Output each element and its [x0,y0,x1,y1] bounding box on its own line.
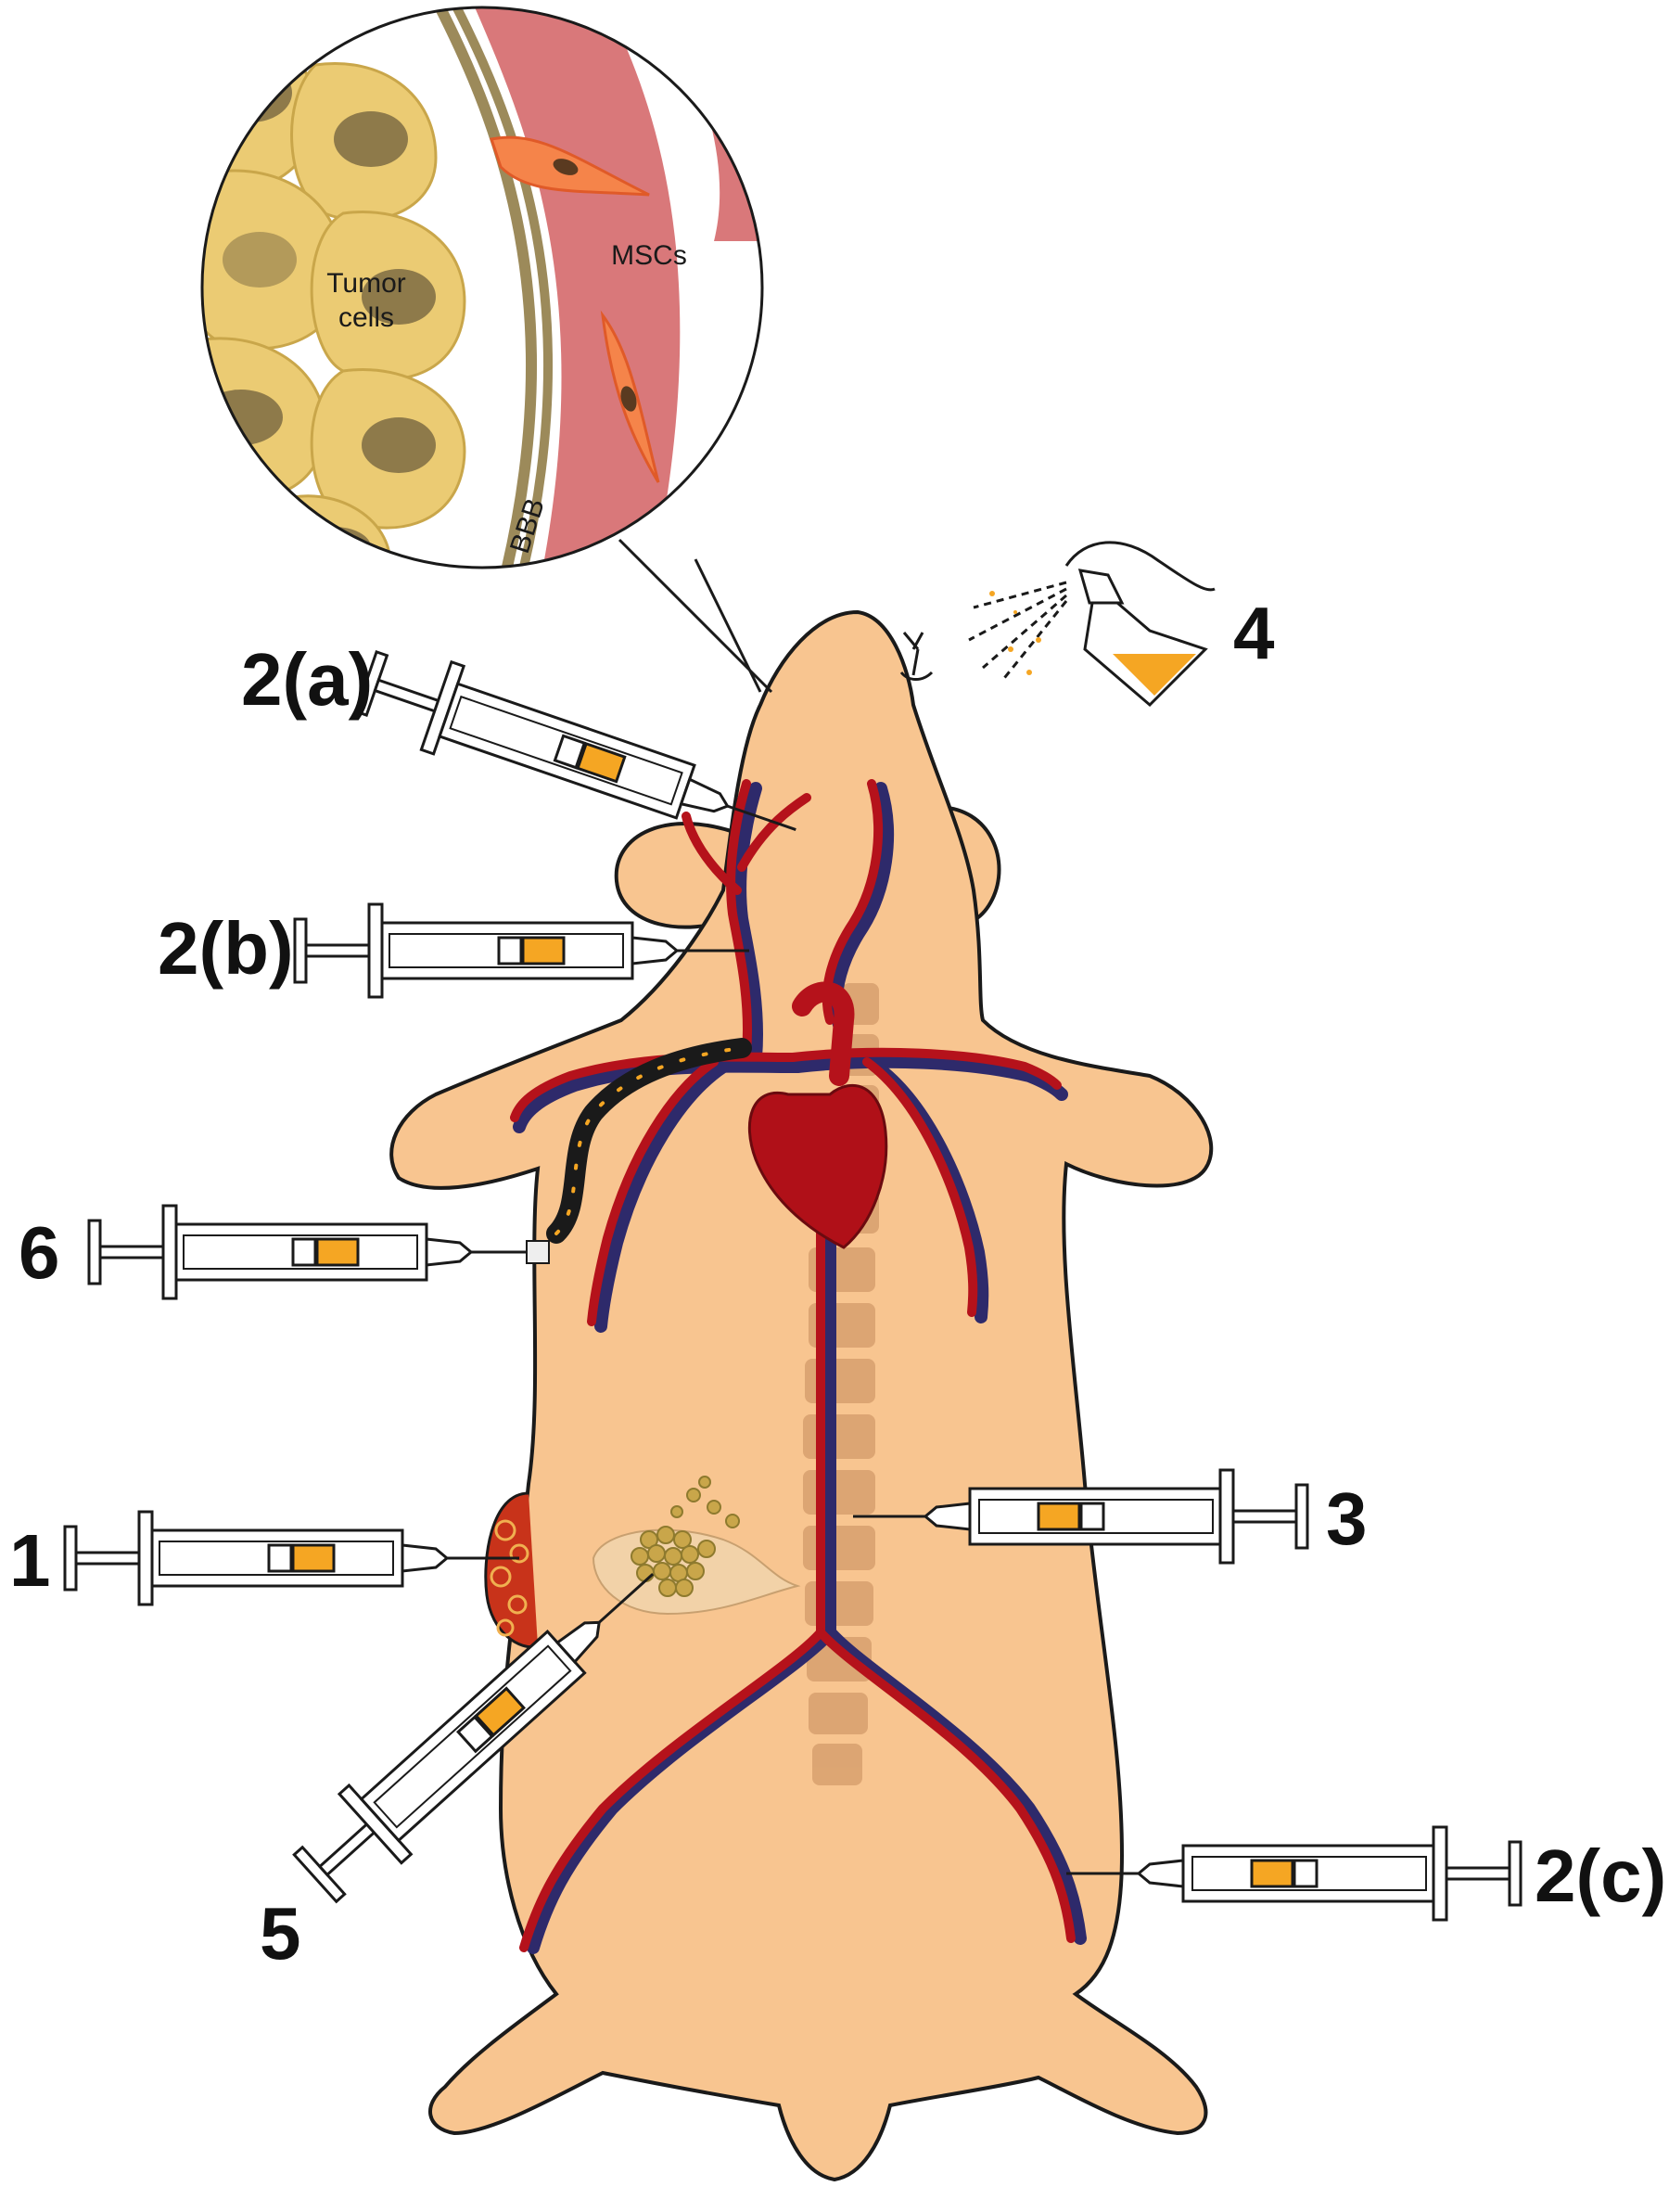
label-site-3: 3 [1326,1477,1368,1560]
label-site-6: 6 [19,1211,60,1294]
syringe-6 [87,1204,545,1300]
vascular-system [510,779,1087,1954]
peritoneal-cell-cluster [592,1476,801,1616]
label-mscs: MSCs [611,240,687,271]
label-site-2a: 2(a) [241,638,373,721]
syringe-2c [1064,1825,1522,1922]
spray-bottle-icon [968,541,1216,708]
label-tumor-line2: cells [338,302,394,333]
label-site-2b: 2(b) [158,907,294,990]
label-site-5: 5 [260,1892,301,1975]
rat-body [389,609,1214,2182]
magnified-inset [200,6,773,694]
label-site-2c: 2(c) [1535,1835,1666,1917]
label-tumor-line1: Tumor [326,268,406,299]
label-site-4: 4 [1233,592,1275,674]
syringe-1 [63,1510,521,1606]
heart-icon [748,1084,888,1249]
label-site-1: 1 [9,1519,51,1602]
catheter-port [526,1240,550,1264]
subcutaneous-tumor [484,1491,539,1649]
